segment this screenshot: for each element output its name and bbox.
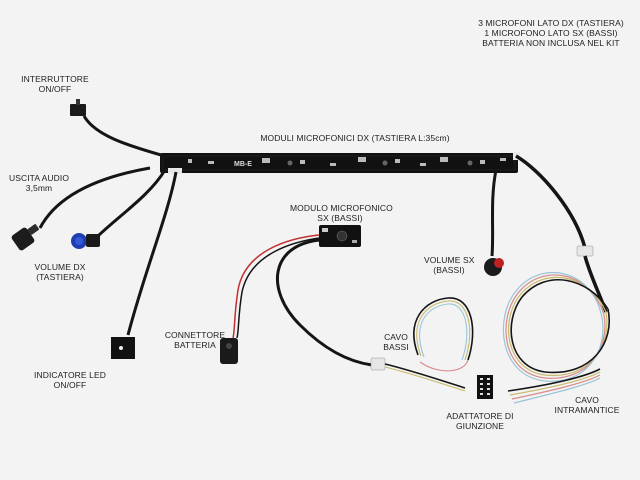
label-indicatore-led-line2: ON/OFF	[53, 380, 87, 390]
label-volume-sx: VOLUME SX (BASSI)	[424, 255, 474, 275]
label-moduli-dx-text: MODULI MICROFONICI DX (TASTIERA L:35cm)	[260, 133, 450, 143]
audio-jack	[11, 224, 39, 251]
audio-out-cable	[38, 166, 151, 229]
mic-module-sx	[319, 225, 361, 247]
label-uscita-audio-line2: 3,5mm	[25, 183, 53, 193]
right-connector	[576, 245, 594, 257]
label-uscita-audio-line1: USCITA AUDIO	[8, 173, 70, 183]
label-cavo-bassi-line2: BASSI	[383, 342, 409, 352]
label-interruttore-line2: ON/OFF	[38, 84, 72, 94]
label-cavo-intramantice-line2: INTRAMANTICE	[554, 405, 620, 415]
battery-wire-red	[232, 234, 320, 339]
right-harness-cable	[515, 154, 587, 249]
label-volume-dx-line1: VOLUME DX	[34, 262, 86, 272]
cavo-bassi-connector	[370, 357, 386, 371]
label-adattatore: ADATTATORE DI GIUNZIONE	[440, 411, 520, 431]
junction-adapter	[477, 375, 493, 399]
switch-cable	[82, 115, 169, 159]
volume-sx-knob	[484, 258, 504, 276]
volume-sx-cable	[490, 169, 498, 257]
module-sx-cable	[276, 238, 373, 367]
cavo-intramantice-loop	[502, 272, 610, 382]
led-indicator	[111, 337, 135, 359]
volume-dx-cable	[96, 169, 167, 238]
label-interruttore: INTERRUTTORE ON/OFF	[20, 74, 90, 94]
note-line-2: 1 MICROFONO LATO SX (BASSI)	[484, 28, 618, 38]
battery-wire-black	[236, 237, 320, 339]
label-interruttore-line1: INTERRUTTORE	[21, 74, 89, 84]
switch	[70, 99, 86, 116]
label-volume-dx: VOLUME DX (TASTIERA)	[30, 262, 90, 282]
label-cavo-bassi: CAVO BASSI	[376, 332, 416, 352]
label-modulo-sx: MODULO MICROFONICO SX (BASSI)	[290, 203, 393, 223]
label-cavo-intramantice: CAVO INTRAMANTICE	[552, 395, 622, 415]
label-adattatore-line1: ADATTATORE DI	[446, 411, 514, 421]
mic-module-strip-dx: MB-E	[160, 152, 520, 174]
note-line-1: 3 MICROFONI LATO DX (TASTIERA)	[478, 18, 624, 28]
cavo-intramantice-tail	[507, 368, 601, 404]
label-modulo-sx-line1: MODULO MICROFONICO	[290, 203, 393, 213]
label-volume-dx-line2: (TASTIERA)	[36, 272, 84, 282]
label-indicatore-led: INDICATORE LED ON/OFF	[32, 370, 108, 390]
volume-dx-knob	[71, 233, 100, 249]
label-uscita-audio: USCITA AUDIO 3,5mm	[6, 173, 72, 193]
note-line-3: BATTERIA NON INCLUSA NEL KIT	[482, 38, 620, 48]
pcb-marking: MB-E	[234, 161, 252, 168]
label-indicatore-led-line1: INDICATORE LED	[34, 370, 106, 380]
label-adattatore-line2: GIUNZIONE	[455, 421, 505, 431]
led-cable	[126, 171, 178, 336]
cavo-bassi-loop	[384, 297, 474, 392]
label-connettore-batteria-line2: BATTERIA	[174, 340, 216, 350]
label-volume-sx-line1: VOLUME SX	[424, 255, 475, 265]
label-cavo-bassi-line1: CAVO	[384, 332, 408, 342]
battery-connector	[220, 338, 238, 364]
kit-notes: 3 MICROFONI LATO DX (TASTIERA) 1 MICROFO…	[476, 18, 626, 48]
label-volume-sx-line2: (BASSI)	[433, 265, 465, 275]
label-connettore-batteria-line1: CONNETTORE	[164, 330, 226, 340]
label-connettore-batteria: CONNETTORE BATTERIA	[160, 330, 230, 350]
label-modulo-sx-line2: SX (BASSI)	[317, 213, 363, 223]
label-cavo-intramantice-line1: CAVO	[575, 395, 599, 405]
label-moduli-dx: MODULI MICROFONICI DX (TASTIERA L:35cm)	[250, 133, 460, 143]
